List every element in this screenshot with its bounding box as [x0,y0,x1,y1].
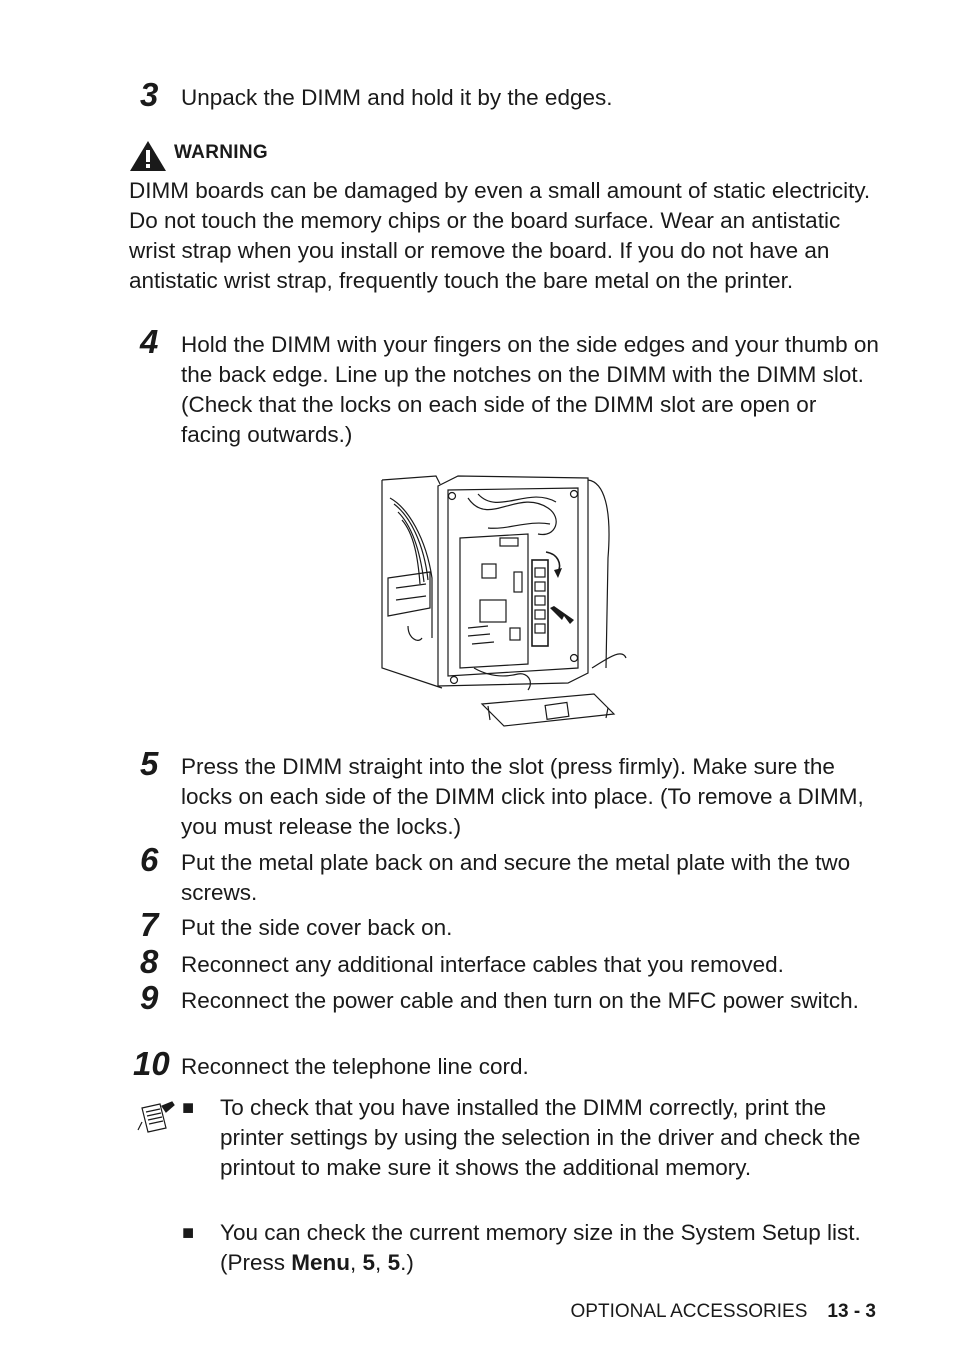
step-text: Reconnect any additional interface cable… [181,952,784,977]
step-text: Put the side cover back on. [181,915,453,940]
page-number: 13 - 3 [827,1301,876,1322]
menu-key: Menu [291,1250,351,1275]
step-text: Press the DIMM straight into the slot (p… [181,754,864,839]
key-5: 5 [387,1250,401,1275]
note-text-prefix: You can check the current memory size in… [220,1220,861,1275]
key-5: 5 [362,1250,376,1275]
warning-icon [130,141,166,171]
note-text-suffix: .) [400,1250,414,1275]
note-text: You can check the current memory size in… [220,1218,880,1278]
step-number: 8 [140,943,159,980]
separator: , [375,1250,388,1275]
section-title: OPTIONAL ACCESSORIES [570,1301,808,1322]
note-pencil-icon [137,1101,175,1133]
warning-text: DIMM boards can be damaged by even a sma… [129,178,871,293]
step-number: 4 [140,323,159,360]
step-number: 7 [140,906,159,943]
step-number: 5 [140,745,159,782]
bullet-square: ■ [182,1222,195,1244]
step-text: Put the metal plate back on and secure t… [181,850,851,905]
step-number: 10 [133,1045,170,1082]
step-text: Hold the DIMM with your fingers on the s… [181,332,879,447]
step-text: Reconnect the telephone line cord. [181,1054,529,1079]
step-number: 6 [140,841,159,878]
warning-title: WARNING [174,142,268,163]
note-text: To check that you have installed the DIM… [220,1095,861,1180]
step-text: Unpack the DIMM and hold it by the edges… [181,85,613,110]
dimm-installation-illustration [381,475,627,727]
page-footer: OPTIONAL ACCESSORIES 13 - 3 [0,1300,876,1324]
bullet-square: ■ [182,1097,195,1119]
step-number: 3 [140,76,159,113]
step-number: 9 [140,979,159,1016]
separator: , [350,1250,363,1275]
step-text: Reconnect the power cable and then turn … [181,988,859,1013]
